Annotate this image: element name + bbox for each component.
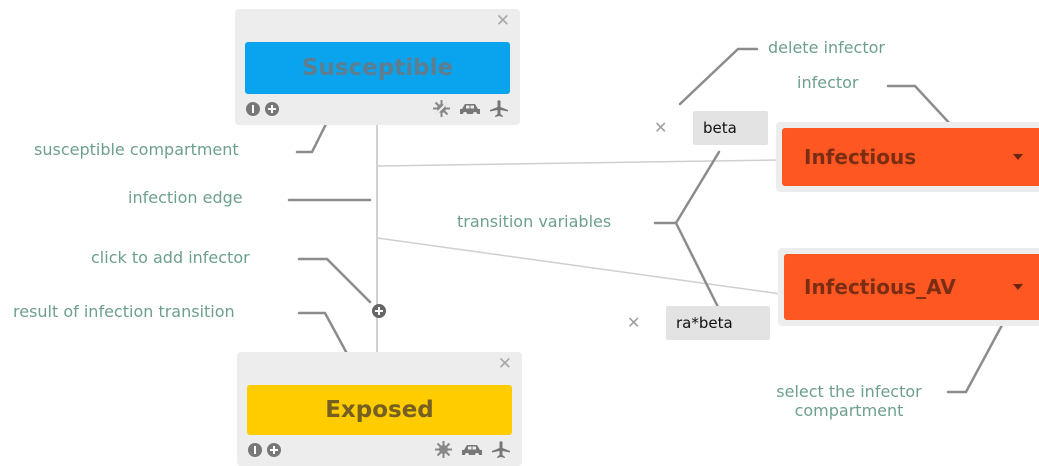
infector-box: Infectious [776, 122, 1039, 192]
delete-infector-icon[interactable]: ✕ [654, 118, 668, 137]
infector-box: Infectious_AV [778, 248, 1039, 326]
leader-select-infector [946, 312, 1010, 394]
leader-delete-infector [678, 47, 759, 106]
car-icon[interactable] [461, 442, 483, 461]
travel-icon[interactable] [435, 441, 452, 462]
transition-variable-input[interactable]: beta [693, 111, 768, 145]
annotation-susceptible-compartment: susceptible compartment [34, 140, 239, 159]
infector-link-1 [376, 159, 782, 167]
add-icon[interactable] [267, 442, 281, 461]
infector-select-label: Infectious [804, 145, 917, 169]
annotation-select-line-2: compartment [794, 401, 904, 420]
close-icon[interactable]: ✕ [495, 11, 510, 31]
leader-transition-vars [653, 150, 721, 225]
transition-variable-input[interactable]: ra*beta [666, 306, 770, 340]
annotation-select-line-1: select the infector [776, 382, 922, 401]
leader-transition-vars-2 [674, 221, 721, 311]
no-travel-icon[interactable] [433, 100, 450, 121]
close-icon[interactable]: ✕ [497, 354, 512, 374]
susceptible-node: ✕ Susceptible [235, 9, 520, 125]
exposed-node: ✕ Exposed [237, 352, 522, 466]
annotation-select-infector-compartment: select the infector compartment [754, 382, 944, 420]
infector-select[interactable]: Infectious_AV [784, 254, 1039, 320]
susceptible-compartment[interactable]: Susceptible [245, 42, 510, 94]
infector-select[interactable]: Infectious [782, 128, 1039, 186]
chevron-down-icon [1013, 154, 1023, 160]
airplane-icon[interactable] [492, 441, 510, 462]
infector-select-label: Infectious_AV [804, 275, 956, 299]
info-icon[interactable] [246, 101, 260, 120]
add-icon[interactable] [265, 101, 279, 120]
infector-link-2 [376, 237, 782, 295]
annotation-transition-variables: transition variables [457, 212, 612, 231]
car-icon[interactable] [459, 101, 481, 120]
annotation-result-of-infection-transition: result of infection transition [13, 302, 235, 321]
airplane-icon[interactable] [490, 100, 508, 121]
annotation-infection-edge: infection edge [128, 188, 243, 207]
info-icon[interactable] [248, 442, 262, 461]
annotation-infector: infector [797, 73, 859, 92]
chevron-down-icon [1013, 284, 1023, 290]
delete-infector-icon[interactable]: ✕ [627, 313, 641, 332]
leader-add-infector [297, 257, 372, 304]
annotation-delete-infector: delete infector [768, 38, 885, 57]
exposed-compartment[interactable]: Exposed [247, 385, 512, 435]
annotation-click-to-add-infector: click to add infector [91, 248, 250, 267]
